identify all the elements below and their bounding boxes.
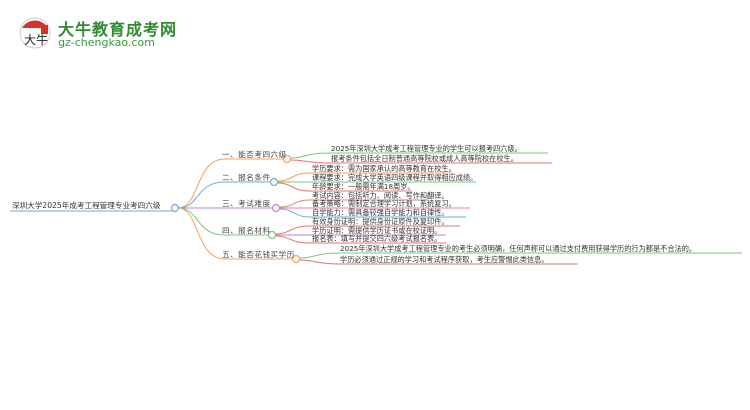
leaf-3-2: 备考策略：需制定合理学习计划，系统复习。 [312, 199, 456, 208]
leaf-5-2: 学历必须通过正规的学习和考试程序获取，考生应警惕此类信息。 [340, 255, 549, 264]
leaf-1-1: 2025年深圳大学成考工程管理专业的学生可以报考四六级。 [331, 144, 522, 153]
branch-1[interactable]: 一、能否考四六级 [222, 150, 287, 159]
svg-text:大牛: 大牛 [24, 32, 48, 47]
branch-2[interactable]: 二、报名条件 [222, 173, 271, 182]
root-node[interactable] [170, 203, 180, 213]
leaf-2-1: 学历要求：需为国家承认的高等教育在校生。 [312, 164, 456, 173]
leaf-2-3: 年龄要求：一般需年满18周岁。 [312, 182, 415, 191]
branch-4[interactable]: 四、报名材料 [222, 226, 271, 235]
leaf-2-2: 课程要求：完成大学英语四级课程并取得相应成绩。 [312, 173, 478, 182]
logo-badge-icon: 大牛 [19, 17, 51, 49]
leaf-1-2: 报考条件包括全日制普通高等院校或成人高等院校在校生。 [331, 154, 518, 163]
leaf-5-1: 2025年深圳大学成考工程管理专业的考生必须明确，任何声称可以通过支付费用获得学… [340, 244, 697, 253]
branch-3[interactable]: 三、考试难度 [222, 199, 271, 208]
leaf-3-1: 考试内容：包括听力、阅读、写作和翻译。 [312, 191, 449, 200]
leaf-4-2: 学历证明：需提供学历证书或在校证明。 [312, 226, 442, 235]
logo-title: 大牛教育成考网 [58, 20, 178, 39]
root-topic[interactable]: 深圳大学2025年成考工程管理专业考四六级 [12, 201, 161, 210]
leaf-3-3: 自学能力：需具备较强自学能力和自律性。 [312, 208, 449, 217]
site-logo[interactable]: 大牛 大牛教育成考网 gz-chengkao.com [18, 14, 208, 54]
leaf-4-1: 有效身份证明：提供身份证原件及复印件。 [312, 217, 449, 226]
logo-url: gz-chengkao.com [58, 36, 155, 49]
branch-5[interactable]: 五、能否花钱买学历 [222, 250, 295, 259]
leaf-4-3: 报名表：填写并提交四六级考试报名表。 [312, 234, 442, 243]
